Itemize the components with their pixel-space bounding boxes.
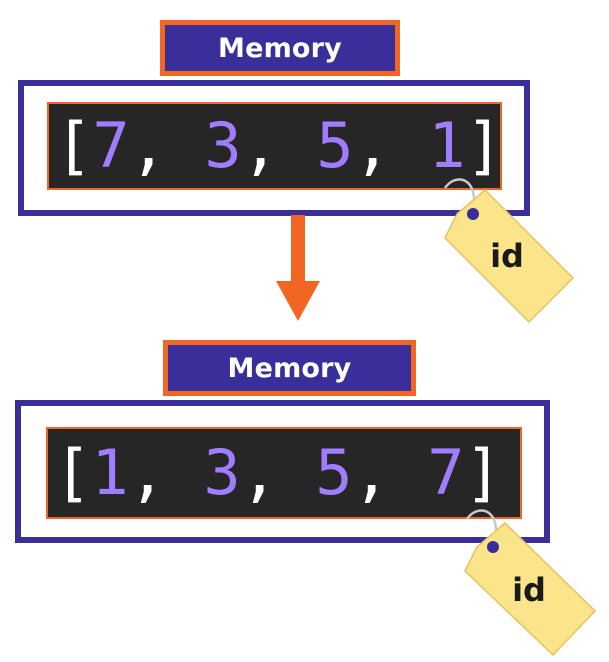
tag-text: id <box>490 237 524 275</box>
list-value: 7 <box>92 109 130 182</box>
id-tag-top: id <box>443 178 575 324</box>
list-separator: , <box>352 436 428 509</box>
memory-label-bottom: Memory <box>163 340 416 396</box>
list-open-bracket: [ <box>55 109 93 182</box>
list-value: 3 <box>204 109 242 182</box>
list-value: 7 <box>427 436 465 509</box>
list-separator: , <box>128 436 204 509</box>
list-value: 1 <box>91 436 129 509</box>
list-close-bracket: ] <box>464 436 502 509</box>
list-value: 3 <box>203 436 241 509</box>
list-value: 5 <box>315 436 353 509</box>
list-value: 1 <box>428 109 466 182</box>
list-separator: , <box>240 436 316 509</box>
list-separator: , <box>241 109 317 182</box>
code-box-bottom: [1, 3, 5, 7] <box>46 427 522 519</box>
id-tag-bottom: id <box>464 509 597 657</box>
list-close-bracket: ] <box>465 109 503 182</box>
tag-shape <box>464 521 597 657</box>
code-box-top: [7, 3, 5, 1] <box>47 102 503 190</box>
down-arrow-icon <box>276 215 320 321</box>
tag-shape <box>444 188 575 324</box>
list-separator: , <box>353 109 429 182</box>
list-value: 5 <box>316 109 354 182</box>
list-separator: , <box>129 109 205 182</box>
tag-hole <box>487 541 499 553</box>
tag-text: id <box>512 571 546 609</box>
tag-hole <box>467 208 479 220</box>
memory-label-top: Memory <box>160 20 400 76</box>
list-open-bracket: [ <box>54 436 92 509</box>
